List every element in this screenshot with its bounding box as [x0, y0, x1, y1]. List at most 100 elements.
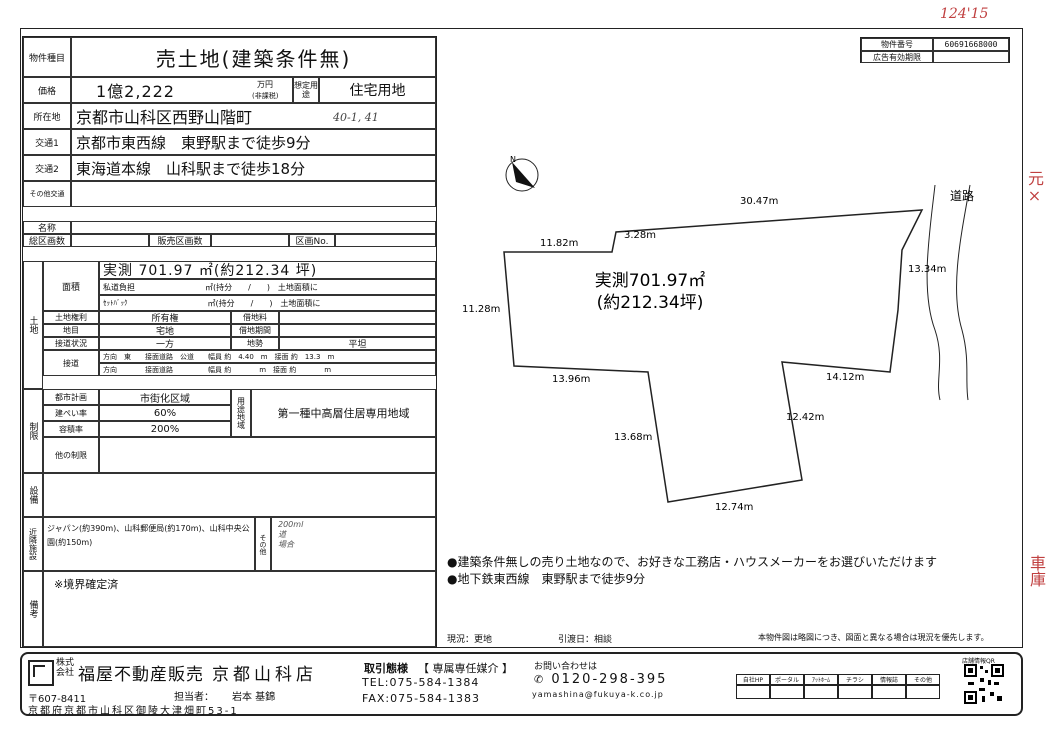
nearby-other-value: 200ml 道 場合 — [271, 517, 436, 571]
dimension-label: 11.82m — [540, 238, 578, 249]
contact-label: お問い合わせは — [534, 662, 598, 672]
coverage-value: 60% — [99, 405, 231, 421]
dimension-label: 3.28m — [624, 230, 656, 241]
note-2: ●地下鉄東西線 東野駅まで徒歩9分 — [447, 572, 646, 586]
email[interactable]: yamashina@fukuya-k.co.jp — [532, 690, 664, 699]
free-dial: ✆ 0120-298-395 — [534, 672, 667, 687]
disclaimer: 本物件図は略図につき、図面と異なる場合は現況を優先します。 — [758, 633, 989, 642]
private-road-row: 私道負担 ㎡(持分 / ) 土地面積に — [99, 279, 436, 295]
type-value: 売土地(建築条件無) — [71, 37, 436, 77]
land-section-label: 土地 — [23, 261, 43, 389]
access2-value: 東海道本線 山科駅まで徒歩18分 — [71, 155, 436, 181]
zip: 〒607-8411 — [28, 694, 87, 705]
north-label: N — [510, 155, 516, 164]
company-name: 福屋不動産販売 — [78, 665, 204, 685]
dimension-label: 13.96m — [552, 374, 590, 385]
road-label: 道路 — [950, 188, 974, 203]
terrain-value: 平坦 — [279, 337, 436, 350]
media-cell — [872, 685, 906, 699]
access1-value: 京都市東西線 東野駅まで徒歩9分 — [71, 129, 436, 155]
area-value: 実測 701.97 ㎡(約212.34 坪) — [99, 261, 436, 279]
price-value: 1億2,222 — [96, 82, 175, 101]
area-line1: 実測701.97㎡ — [595, 271, 705, 291]
qr-label: 店舗情報QR — [962, 658, 995, 665]
media-cell — [906, 685, 940, 699]
branch-name: 京都山科店 — [212, 665, 317, 685]
sale-lots-label: 販売区画数 — [149, 234, 211, 247]
remarks-value: ※境界確定済 — [43, 571, 436, 647]
property-box: 物件番号 60691668000 広告有効期限 — [860, 37, 1010, 63]
nearby-value: ジャパン(約390m)、山科郵便局(約170m)、山科中央公園(約150m) — [43, 517, 255, 571]
tel: TEL:075-584-1384 — [362, 676, 480, 689]
fax: FAX:075-584-1383 — [362, 692, 481, 705]
lot-no-value — [335, 234, 436, 247]
plan-label: 都市計画 — [43, 389, 99, 405]
dimension-label: 11.28m — [462, 304, 500, 315]
dimension-label: 12.42m — [786, 412, 824, 423]
handwritten-lot: 40-1, 41 — [333, 111, 379, 124]
note-1: ●建築条件無しの売り土地なので、お好きな工務店・ハウスメーカーをお選びいただけま… — [447, 555, 937, 569]
dimension-label: 13.68m — [614, 432, 652, 443]
property-id-label: 物件番号 — [861, 38, 933, 51]
media-header: ｱｯﾄﾎｰﾑ — [804, 674, 838, 685]
dimension-label: 12.74m — [715, 502, 753, 513]
qr-code-icon[interactable] — [964, 664, 1004, 704]
far-label: 容積率 — [43, 421, 99, 437]
dimension-label: 13.34m — [908, 264, 946, 275]
free-dial-number: 0120-298-395 — [551, 672, 668, 687]
road2-value: 方向 接面道路 幅員 約 m 接面 約 m — [99, 363, 436, 376]
setback-row: ｾｯﾄﾊﾞｯｸ ㎡(持分 / ) 土地面積に — [99, 295, 436, 311]
company-prefix: 株式会社 — [56, 658, 75, 678]
free-dial-icon: ✆ — [534, 673, 546, 686]
remarks-section-label: 備考 — [23, 571, 43, 647]
category-value: 宅地 — [99, 324, 231, 337]
deal-label: 取引態様 — [364, 662, 408, 675]
company-logo-icon — [28, 660, 54, 686]
media-cell — [838, 685, 872, 699]
rights-label: 土地権利 — [43, 311, 99, 324]
media-header: ポータル — [770, 674, 804, 685]
total-lots-label: 総区画数 — [23, 234, 71, 247]
staff-value: 岩本 基錦 — [232, 692, 276, 703]
other-access-label: その他交通 — [23, 181, 71, 207]
sale-lots-value — [211, 234, 289, 247]
use-label: 想定用途 — [293, 77, 319, 103]
zone-value: 第一種中高層住居専用地域 — [251, 389, 436, 437]
footer-frame: 株式会社 福屋不動産販売 京都山科店 〒607-8411 担当者： 岩本 基錦 … — [20, 652, 1023, 717]
road1-value: 方向 東 接面道路 公道 幅員 約 4.40 m 接面 約 13.3 m — [99, 350, 436, 363]
name-value — [71, 221, 436, 234]
price-tax: (非課税) — [252, 92, 279, 100]
expiry-value — [933, 51, 1009, 63]
status-current: 現況：更地 — [447, 635, 493, 645]
type-label: 物件種目 — [23, 37, 71, 77]
private-road-label: 私道負担 — [103, 282, 135, 292]
name-label: 名称 — [23, 221, 71, 234]
handwritten-note-3: 場合 — [278, 540, 294, 549]
facility-value — [43, 473, 436, 517]
access1-label: 交通1 — [23, 129, 71, 155]
coverage-label: 建ぺい率 — [43, 405, 99, 421]
total-lots-value — [71, 234, 149, 247]
area-label: 面積 — [43, 261, 99, 311]
contact-value: 一方 — [99, 337, 231, 350]
media-cells — [736, 685, 940, 699]
media-header: その他 — [906, 674, 940, 685]
media-header: チラシ — [838, 674, 872, 685]
plan-value: 市街化区域 — [99, 389, 231, 405]
main-frame — [20, 28, 1023, 648]
access2-label: 交通2 — [23, 155, 71, 181]
handwritten-note: 200ml 道 場合 — [278, 520, 303, 550]
site-map: N 道路 30.47m11.82m3.28m13.34m11.28m13.96m… — [462, 155, 974, 513]
road-lines: 道路 — [926, 184, 974, 401]
nearby-section-label: 近隣施設 — [23, 517, 43, 571]
lease-period-value — [279, 324, 436, 337]
lease-period-label: 借地期間 — [231, 324, 279, 337]
media-cell — [736, 685, 770, 699]
terrain-label: 地勢 — [231, 337, 279, 350]
lease-value — [279, 311, 436, 324]
private-road-value: ㎡(持分 / ) 土地面積に — [205, 282, 318, 292]
media-header: 情報誌 — [872, 674, 906, 685]
staff-label: 担当者： — [174, 692, 214, 703]
